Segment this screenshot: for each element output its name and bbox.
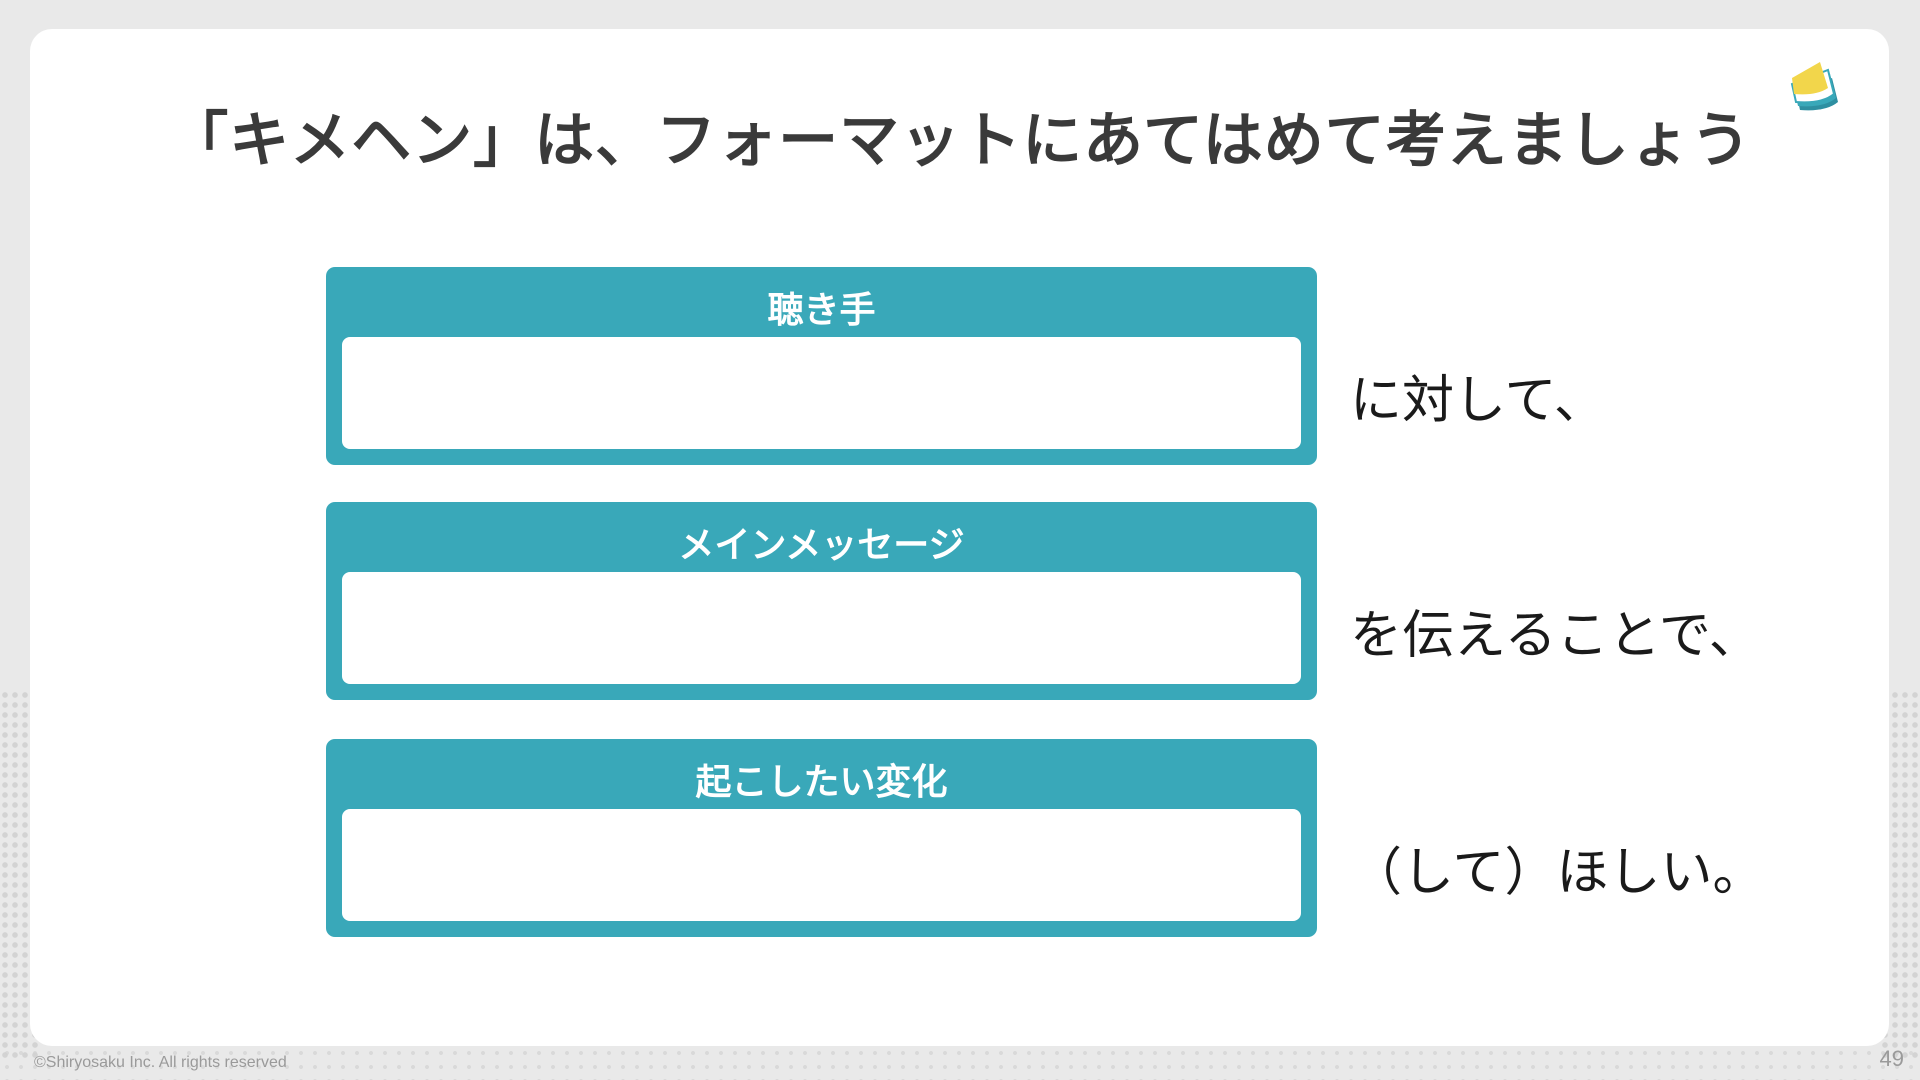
main-message-input[interactable] xyxy=(342,572,1301,684)
main-message-suffix: を伝えることで、 xyxy=(1350,606,1761,666)
desired-change-frame: 起こしたい変化 xyxy=(326,739,1317,937)
desired-change-label: 起こしたい変化 xyxy=(695,762,948,803)
main-message-label: メインメッセージ xyxy=(678,525,965,566)
listener-frame: 聴き手 xyxy=(326,267,1317,465)
desired-change-suffix: （して）ほしい。 xyxy=(1350,843,1765,903)
main-message-row: メインメッセージ xyxy=(326,502,1317,700)
listener-label: 聴き手 xyxy=(767,290,876,331)
copyright-text: ©Shiryosaku Inc. All rights reserved xyxy=(34,1054,287,1071)
stacked-papers-logo-icon xyxy=(1790,62,1838,111)
slide-title: 「キメヘン」は、フォーマットにあてはめて考えましょう xyxy=(168,106,1752,176)
listener-suffix: に対して、 xyxy=(1350,371,1606,431)
listener-row: 聴き手 xyxy=(326,267,1317,465)
desired-change-input[interactable] xyxy=(342,809,1301,921)
page-number: 49 xyxy=(1879,1046,1904,1071)
decorative-dots-bottom xyxy=(0,1046,1920,1080)
desired-change-row: 起こしたい変化 xyxy=(326,739,1317,937)
listener-input[interactable] xyxy=(342,337,1301,449)
main-message-frame: メインメッセージ xyxy=(326,502,1317,700)
